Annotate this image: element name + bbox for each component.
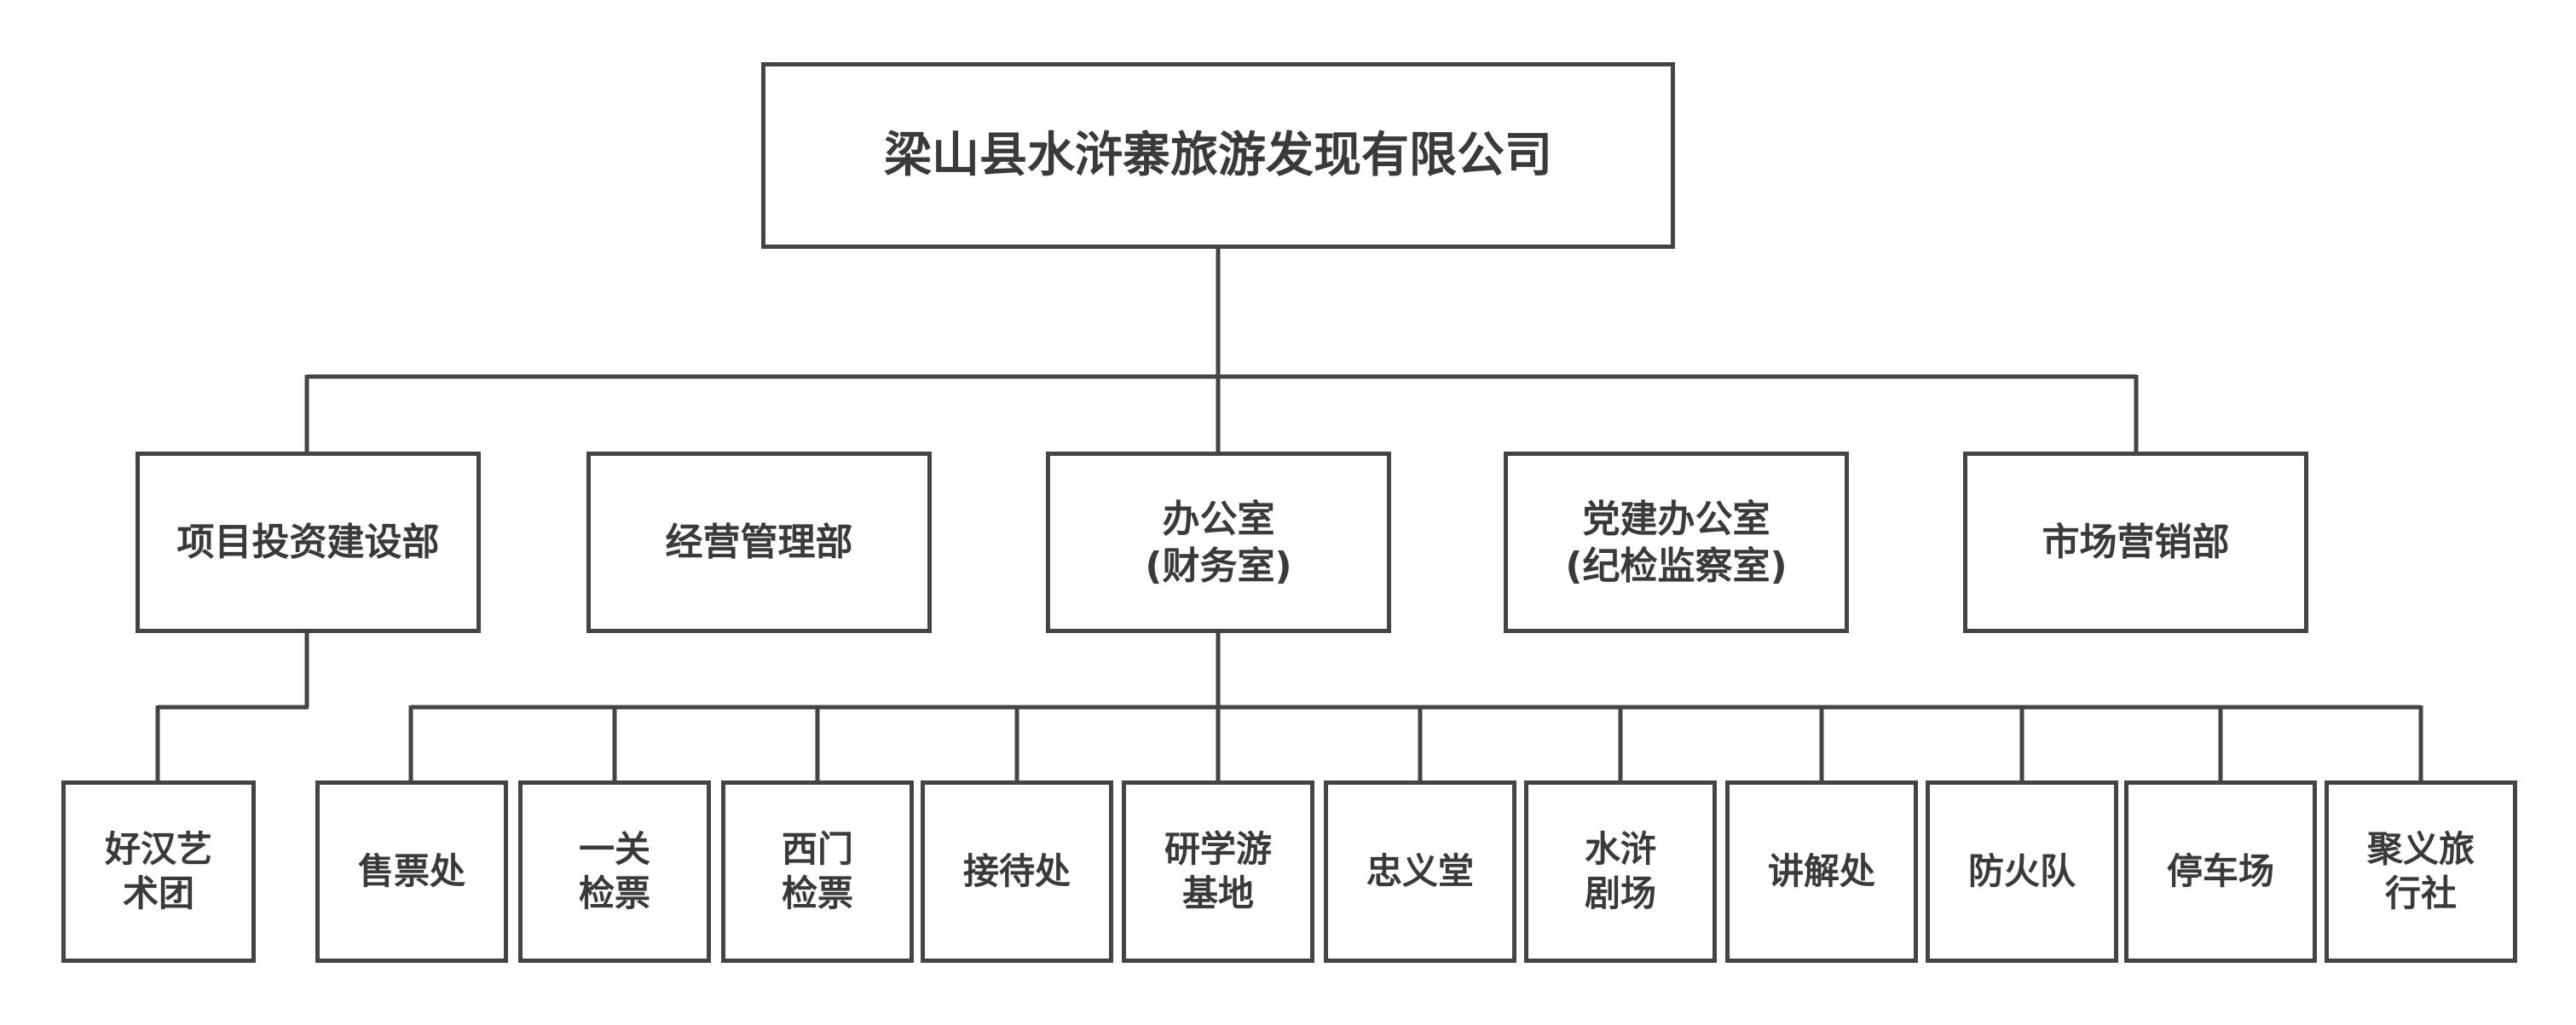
unit-label: 水浒 剧场 <box>1584 827 1656 915</box>
unit-box-parking: 停车场 <box>2124 780 2317 963</box>
unit-label: 西门 检票 <box>781 827 853 915</box>
unit-label: 讲解处 <box>1767 849 1875 892</box>
department-box-party: 党建办公室 (纪检监察室) <box>1504 452 1849 633</box>
unit-box-reception: 接待处 <box>921 780 1113 963</box>
unit-label: 一关 检票 <box>578 827 650 915</box>
unit-box-study-base: 研学游 基地 <box>1122 780 1314 963</box>
unit-label: 忠义堂 <box>1366 849 1474 892</box>
unit-label: 停车场 <box>2166 849 2274 892</box>
root-company-box: 梁山县水浒寨旅游发现有限公司 <box>761 62 1675 249</box>
unit-box-west-gate: 西门 检票 <box>721 780 914 963</box>
unit-label: 好汉艺 术团 <box>104 827 212 915</box>
unit-box-first-gate: 一关 检票 <box>518 780 711 963</box>
unit-box-guide: 讲解处 <box>1725 780 1918 963</box>
unit-label: 防火队 <box>1967 849 2076 892</box>
unit-box-fire-brigade: 防火队 <box>1926 780 2118 963</box>
unit-box-zhongyi-hall: 忠义堂 <box>1324 780 1516 963</box>
department-box-office: 办公室 (财务室) <box>1046 452 1391 633</box>
department-label: 项目投资建设部 <box>176 521 440 564</box>
unit-label: 聚义旅 行社 <box>2366 827 2475 915</box>
unit-label: 接待处 <box>962 849 1071 892</box>
department-label: 经营管理部 <box>665 521 853 564</box>
department-box-operations: 经营管理部 <box>586 452 932 633</box>
department-label: 党建办公室 (纪检监察室) <box>1565 497 1788 588</box>
unit-box-ticket-office: 售票处 <box>315 780 508 963</box>
department-label: 市场营销部 <box>2042 521 2230 564</box>
department-box-project: 项目投资建设部 <box>136 452 481 633</box>
unit-box-shuihu-theater: 水浒 剧场 <box>1524 780 1717 963</box>
department-box-marketing: 市场营销部 <box>1963 452 2308 633</box>
unit-box-juyi-agency: 聚义旅 行社 <box>2325 780 2517 963</box>
unit-label: 研学游 基地 <box>1164 827 1272 915</box>
root-company-label: 梁山县水浒寨旅游发现有限公司 <box>884 127 1552 183</box>
unit-label: 售票处 <box>357 849 465 892</box>
department-label: 办公室 (财务室) <box>1145 497 1292 588</box>
unit-box-haohan: 好汉艺 术团 <box>61 780 256 963</box>
